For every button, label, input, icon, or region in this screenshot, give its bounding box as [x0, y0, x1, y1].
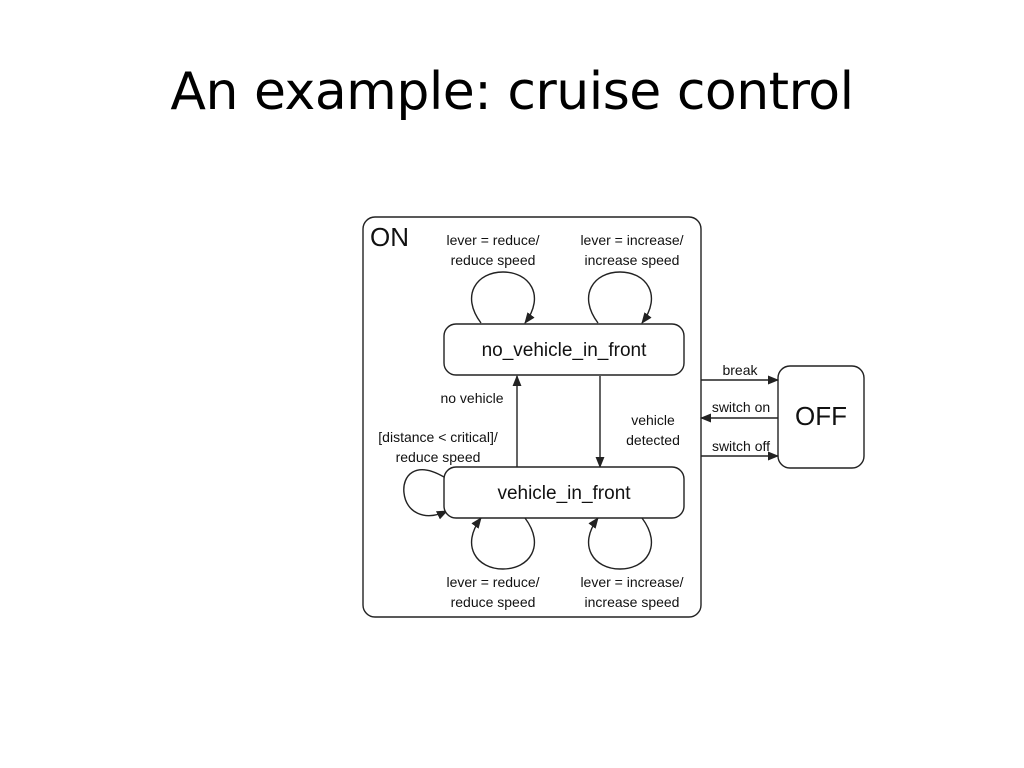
off-state-box [777, 365, 865, 469]
self-loop-bottom-reduce [470, 517, 536, 570]
label-vehicle-detected-2: detected [626, 432, 680, 448]
label-no-vehicle: no vehicle [440, 390, 503, 406]
label-bottom-reduce-1: lever = reduce/ [447, 574, 540, 590]
on-state-label: ON [370, 222, 409, 252]
self-loop-critical [403, 469, 449, 520]
label-top-reduce-1: lever = reduce/ [447, 232, 540, 248]
label-top-increase-1: lever = increase/ [580, 232, 683, 248]
self-loop-bottom-increase [587, 517, 653, 570]
state-box-no-vehicle [443, 323, 685, 376]
label-top-increase-2: increase speed [585, 252, 680, 268]
state-label-no-vehicle: no_vehicle_in_front [482, 340, 648, 361]
self-loop-top-increase [587, 271, 653, 324]
state-label-vehicle: vehicle_in_front [497, 483, 631, 504]
off-state-label: OFF [795, 401, 847, 431]
self-loop-top-reduce [470, 271, 536, 324]
label-switch-off: switch off [712, 438, 770, 454]
label-bottom-increase-2: increase speed [585, 594, 680, 610]
state-box-vehicle [443, 466, 685, 519]
label-break: break [722, 362, 758, 378]
label-critical-2: reduce speed [396, 449, 481, 465]
label-critical-1: [distance < critical]/ [378, 429, 498, 445]
label-vehicle-detected-1: vehicle [631, 412, 675, 428]
label-top-reduce-2: reduce speed [451, 252, 536, 268]
slide-title: An example: cruise control [170, 62, 854, 122]
label-bottom-reduce-2: reduce speed [451, 594, 536, 610]
label-bottom-increase-1: lever = increase/ [580, 574, 683, 590]
label-switch-on: switch on [712, 399, 770, 415]
